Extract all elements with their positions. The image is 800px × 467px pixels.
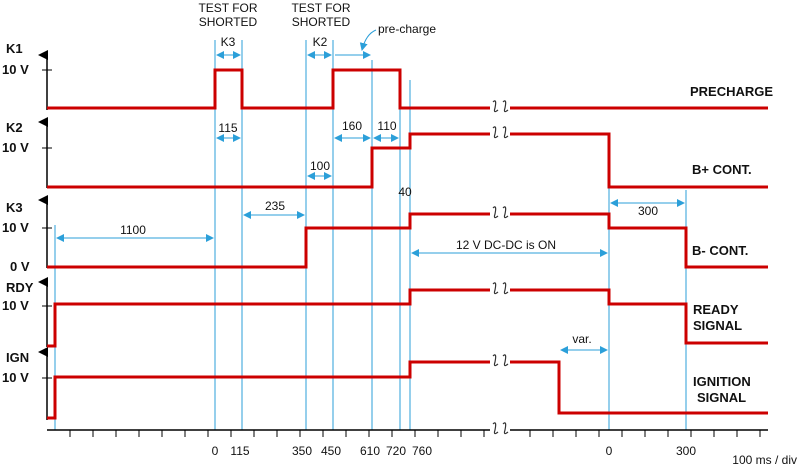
test2-line2: SHORTED xyxy=(292,15,351,29)
k3-level-low: 0 V xyxy=(10,259,30,274)
test2-line1: TEST FOR xyxy=(291,1,350,15)
dur-115: 115 xyxy=(218,121,237,135)
k1-trace xyxy=(47,68,490,110)
precharge-label: pre-charge xyxy=(378,22,436,36)
signal-ignition-1: IGNITION xyxy=(693,374,751,389)
ign-trace-b xyxy=(510,360,768,415)
ign-axis: IGN 10 V xyxy=(2,347,52,420)
tick-0: 0 xyxy=(212,444,219,458)
rdy-label: RDY xyxy=(6,280,34,295)
headers: TEST FOR SHORTED TEST FOR SHORTED K3 K2 … xyxy=(198,1,436,51)
time-axis: 0 115 350 450 610 720 760 0 300 100 ms /… xyxy=(47,429,797,467)
time-unit: 100 ms / div xyxy=(732,453,797,467)
tick-350: 350 xyxy=(292,444,312,458)
traces xyxy=(47,68,768,420)
test1-line1: TEST FOR xyxy=(198,1,257,15)
time-guides xyxy=(54,40,687,430)
rdy-trace xyxy=(47,288,490,348)
tick-300: 300 xyxy=(676,444,696,458)
dur-var: var. xyxy=(572,332,591,346)
k3-trace xyxy=(47,212,490,269)
dur-300: 300 xyxy=(638,204,658,218)
tick-720: 720 xyxy=(386,444,406,458)
dur-100: 100 xyxy=(310,159,330,173)
k1-label: K1 xyxy=(6,41,23,56)
k2-level: 10 V xyxy=(2,140,29,155)
tick-450: 450 xyxy=(321,444,341,458)
signal-names: PRECHARGE B+ CONT. B- CONT. READY SIGNAL… xyxy=(690,84,773,405)
ign-label: IGN xyxy=(6,350,29,365)
tick-115: 115 xyxy=(230,444,249,458)
signal-bplus: B+ CONT. xyxy=(692,162,752,177)
dur-40: 40 xyxy=(398,185,412,199)
duration-arrows xyxy=(56,51,685,354)
signal-ignition-2: SIGNAL xyxy=(697,390,746,405)
ign-trace xyxy=(47,360,490,420)
k3-label: K3 xyxy=(6,200,23,215)
dur-1100: 1100 xyxy=(120,223,146,237)
rdy-axis: RDY 10 V xyxy=(2,277,52,347)
k1-level: 10 V xyxy=(2,62,29,77)
rdy-trace-b xyxy=(510,288,768,345)
k2-window-label: K2 xyxy=(313,35,328,49)
duration-labels: 115 160 110 100 40 235 1100 300 12 V DC-… xyxy=(120,119,658,346)
dur-160: 160 xyxy=(342,119,362,133)
k2-axis: K2 10 V xyxy=(2,117,52,188)
k3-trace-b xyxy=(510,212,768,269)
k3-window-label: K3 xyxy=(221,35,236,49)
tick-760: 760 xyxy=(412,444,432,458)
tick-0b: 0 xyxy=(606,444,613,458)
break-marks xyxy=(492,100,509,435)
test1-line2: SHORTED xyxy=(199,15,258,29)
signal-ready-1: READY xyxy=(693,302,739,317)
signal-precharge: PRECHARGE xyxy=(690,84,773,99)
dur-110: 110 xyxy=(377,119,396,133)
rdy-level: 10 V xyxy=(2,298,29,313)
k3-axis: K3 10 V 0 V xyxy=(2,195,52,274)
dur-235: 235 xyxy=(265,199,285,213)
tick-610: 610 xyxy=(360,444,380,458)
ign-level: 10 V xyxy=(2,370,29,385)
signal-bminus: B- CONT. xyxy=(692,243,748,258)
k1-axis: K1 10 V xyxy=(2,41,52,110)
k2-label: K2 xyxy=(6,120,23,135)
k2-trace xyxy=(47,132,490,189)
dur-dcdc: 12 V DC-DC is ON xyxy=(456,238,556,252)
k3-level: 10 V xyxy=(2,220,29,235)
signal-ready-2: SIGNAL xyxy=(693,318,742,333)
k2-trace-b xyxy=(510,132,768,189)
